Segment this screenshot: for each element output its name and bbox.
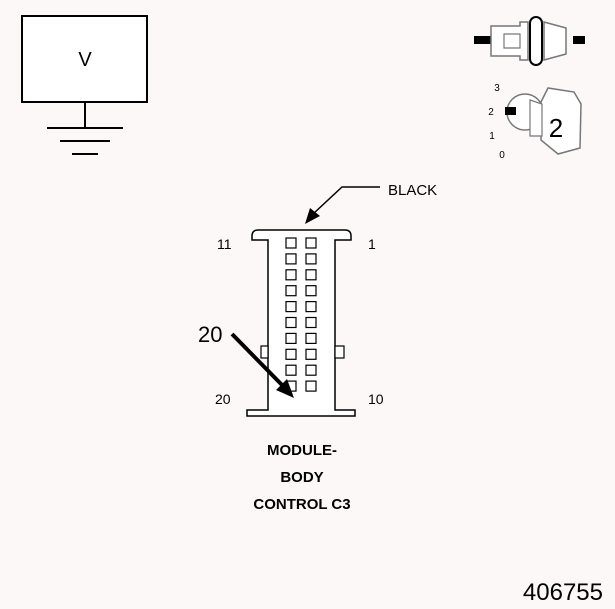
pin-label-top-left: 11 <box>217 236 232 252</box>
pin-cavity <box>305 237 317 249</box>
ignition-switch-icon: 3 2 1 0 2 <box>488 83 582 161</box>
connector-color-label: BLACK <box>388 182 437 199</box>
connector-color-callout: BLACK <box>305 182 437 224</box>
pin-cavity <box>305 253 317 265</box>
ignition-position-2: 2 <box>488 107 494 118</box>
pin-label-bottom-right: 10 <box>368 391 384 407</box>
pin-cavity <box>285 301 297 313</box>
ignition-position-1: 1 <box>489 131 495 142</box>
pin-cavity <box>305 269 317 281</box>
connector-body <box>246 229 356 417</box>
test-probe-icon <box>474 16 585 66</box>
pin-cavity <box>305 301 317 313</box>
pin-label-bottom-left: 20 <box>215 391 231 407</box>
pin-cavity <box>305 332 317 344</box>
pin-grid <box>285 237 317 392</box>
pin-cavity <box>285 253 297 265</box>
pin-cavity <box>285 348 297 360</box>
pin-cavity <box>285 285 297 297</box>
pin-cavity <box>285 237 297 249</box>
pin-cavity <box>285 269 297 281</box>
pin-cavity <box>285 364 297 376</box>
ignition-selected-position: 2 <box>549 113 563 143</box>
pin-callout-arrow: 20 <box>198 322 294 398</box>
pin-cavity <box>305 316 317 329</box>
pin-label-top-right: 1 <box>368 236 376 252</box>
ground-symbol <box>47 102 123 155</box>
pin-cavity <box>305 364 317 376</box>
pin-cavity <box>305 380 317 392</box>
connector-name-line-1: MODULE- <box>267 442 337 459</box>
connector-name-line-2: BODY <box>280 469 323 486</box>
pin-callout-number: 20 <box>198 322 222 347</box>
ignition-position-3: 3 <box>494 83 500 94</box>
connector-name: MODULE- BODY CONTROL C3 <box>253 442 350 513</box>
connector-name-line-3: CONTROL C3 <box>253 496 350 513</box>
voltmeter-label: V <box>78 49 92 71</box>
pin-cavity <box>305 348 317 360</box>
pin-cavity <box>305 285 317 297</box>
figure-id: 406755 <box>523 579 603 606</box>
pin-cavity <box>285 316 297 329</box>
voltmeter: V <box>21 15 148 103</box>
pin-cavity <box>285 332 297 344</box>
ignition-position-0: 0 <box>499 150 505 161</box>
